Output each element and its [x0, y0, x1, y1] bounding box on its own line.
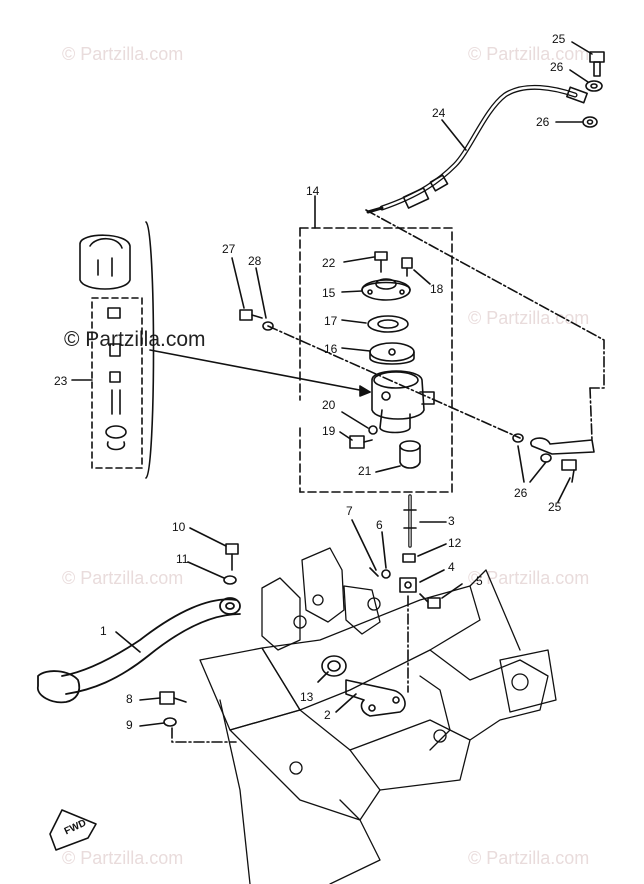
watermark: © Partzilla.com	[468, 848, 590, 868]
boot-21	[399, 440, 421, 469]
brake-cable	[366, 84, 588, 214]
clevis-4	[399, 577, 417, 593]
bolt-8	[159, 691, 187, 705]
watermark: © Partzilla.com	[62, 848, 184, 868]
callout-11: 11	[176, 552, 189, 566]
fwd-arrow-icon	[49, 809, 97, 851]
watermark: © Partzilla.com	[468, 568, 590, 588]
push-rod-3	[403, 494, 417, 548]
nut-12	[402, 553, 416, 563]
washer-26-b	[582, 116, 598, 128]
callout-25: 25	[552, 32, 566, 46]
callout-21: 21	[358, 464, 372, 478]
callout-5: 5	[476, 574, 483, 588]
washer-26-a	[585, 80, 603, 92]
callout-26: 26	[536, 115, 550, 129]
pin-5	[419, 593, 441, 609]
cap-15	[361, 278, 411, 301]
watermark: © Partzilla.com	[468, 44, 590, 64]
callout-25: 25	[548, 500, 562, 514]
callout-9: 9	[126, 718, 133, 732]
spring-13	[321, 655, 347, 677]
callout-23: 23	[54, 374, 68, 388]
callout-22: 22	[322, 256, 336, 270]
callout-14: 14	[306, 184, 320, 198]
reservoir-group-23	[79, 221, 155, 479]
callout-15: 15	[322, 286, 336, 300]
callout-4: 4	[448, 560, 455, 574]
callout-7: 7	[346, 504, 353, 518]
plate-16	[369, 342, 415, 365]
washer-9	[163, 717, 177, 727]
shaft-2	[345, 679, 406, 717]
callout-13: 13	[300, 690, 314, 704]
callout-2: 2	[324, 708, 331, 722]
callout-16: 16	[324, 342, 338, 356]
bolt-27	[239, 309, 263, 321]
watermark: © Partzilla.com	[468, 308, 590, 328]
screw-18	[401, 257, 413, 277]
callout-3: 3	[448, 514, 455, 528]
callout-8: 8	[126, 692, 133, 706]
washer-11	[223, 575, 237, 585]
watermark: © Partzilla.com	[62, 44, 184, 64]
watermark-strong: © Partzilla.com	[64, 328, 206, 351]
bolt-25-top	[589, 51, 605, 77]
pipe-fitting	[512, 433, 595, 483]
callout-12: 12	[448, 536, 462, 550]
diaphragm-17	[367, 315, 409, 333]
callout-28: 28	[248, 254, 262, 268]
callout-26: 26	[550, 60, 564, 74]
callout-10: 10	[172, 520, 186, 534]
washer-20	[368, 425, 378, 435]
callout-18: 18	[430, 282, 444, 296]
watermark: © Partzilla.com	[62, 568, 184, 588]
washer-28	[262, 321, 274, 331]
callout-26: 26	[514, 486, 528, 500]
callout-20: 20	[322, 398, 336, 412]
bolt-10	[225, 543, 239, 571]
cotter-7	[369, 567, 379, 577]
master-cylinder	[371, 370, 435, 434]
washer-6	[381, 569, 391, 579]
brake-pedal-1	[37, 597, 241, 704]
callout-1: 1	[100, 624, 107, 638]
bolt-22	[374, 251, 388, 273]
callout-19: 19	[322, 424, 336, 438]
frame	[199, 547, 557, 884]
callout-24: 24	[432, 106, 446, 120]
callout-6: 6	[376, 518, 383, 532]
bolt-19	[349, 435, 373, 449]
callout-27: 27	[222, 242, 236, 256]
callout-17: 17	[324, 314, 338, 328]
